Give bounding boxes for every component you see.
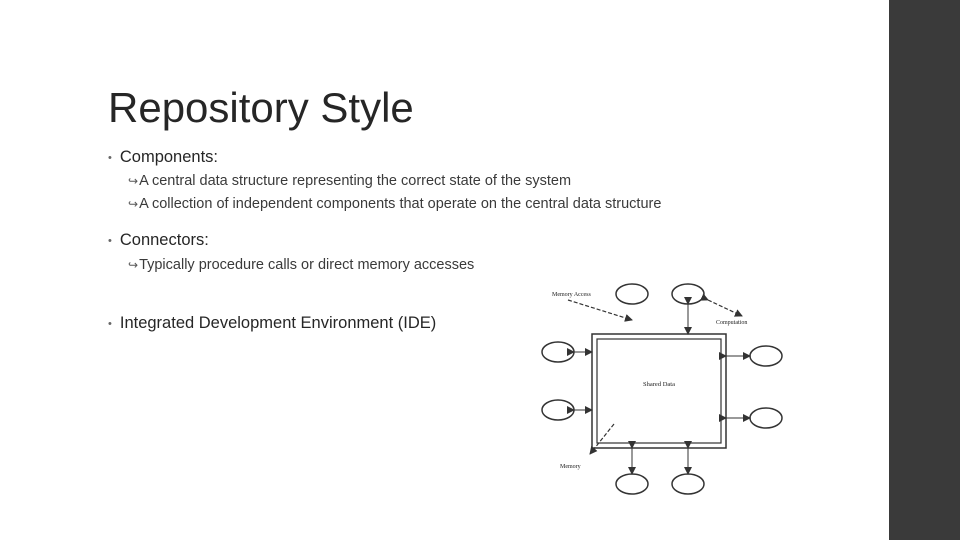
shared-data-box-inner	[596, 338, 722, 444]
sub-arrow-icon: ↪	[128, 258, 139, 272]
sub-text: A collection of independent components t…	[139, 196, 662, 212]
computation-arrow	[699, 293, 743, 317]
component-ellipse-bottom-left	[615, 473, 649, 495]
shared-data-box-outer	[591, 333, 727, 449]
component-ellipse-mid-right	[749, 345, 783, 367]
sub-arrow-icon: ↪	[128, 174, 139, 188]
sub-text: A central data structure representing th…	[139, 173, 572, 189]
component-ellipse-lower-right	[749, 407, 783, 429]
bullet-connectors: • Connectors:	[108, 231, 209, 250]
shared-data-label: Shared Data	[643, 381, 675, 388]
component-ellipse-bottom-right	[671, 473, 705, 495]
bullet-dot-icon: •	[108, 234, 112, 247]
memory-arrow	[589, 423, 615, 455]
bullet-dot-icon: •	[108, 151, 112, 164]
component-ellipse-top-left	[615, 283, 649, 305]
component-ellipse-mid-left	[541, 341, 575, 363]
sub-item-procedure-calls: ↪Typically procedure calls or direct mem…	[128, 257, 474, 273]
bullet-ide: • Integrated Development Environment (IDE…	[108, 314, 436, 333]
memory-access-arrow	[567, 299, 633, 322]
bullet-text: Connectors:	[119, 231, 209, 249]
memory-label: Memory	[560, 464, 581, 470]
sub-arrow-icon: ↪	[128, 197, 139, 211]
bullet-text: Integrated Development Environment (IDE)	[119, 314, 437, 332]
bullet-dot-icon: •	[108, 317, 112, 330]
sub-item-components: ↪A collection of independent components …	[128, 196, 661, 212]
repository-diagram: Shared Data Memory Access Computation Me…	[541, 283, 783, 495]
memory-access-label: Memory Access	[552, 292, 591, 298]
bullet-text: Components:	[119, 148, 218, 166]
component-ellipse-lower-left	[541, 399, 575, 421]
bullet-components: • Components:	[108, 148, 218, 167]
right-sidebar-bar	[889, 0, 960, 540]
sub-item-central-data: ↪A central data structure representing t…	[128, 173, 571, 189]
slide-title: Repository Style	[108, 84, 414, 131]
sub-text: Typically procedure calls or direct memo…	[139, 257, 475, 273]
component-ellipse-top-right	[671, 283, 705, 305]
computation-label: Computation	[716, 320, 747, 326]
